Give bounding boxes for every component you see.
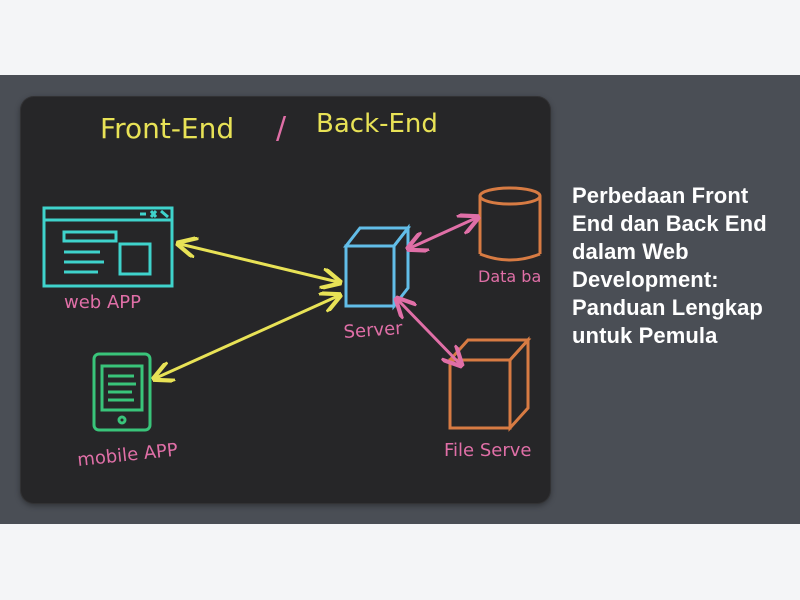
webapp-server-arrow [180,244,338,282]
mobile-server-arrow [156,296,338,378]
mobile-app-phone-icon [92,352,152,432]
diagram-heading-frontend: Front-End [100,112,234,145]
diagram-heading-backend: Back-End [316,109,438,139]
article-hero-image[interactable]: Front-End / Back-End web APP [20,96,551,504]
server-database-arrow [410,218,476,248]
frontend-backend-diagram: Front-End / Back-End web APP [42,109,542,471]
web-app-window-icon [42,206,174,288]
server-label: Server [343,318,404,343]
server-fileserver-arrow [398,300,460,364]
database-label: Data ba [478,267,541,286]
web-app-label: web APP [64,292,141,313]
diagram-heading-slash: / [276,111,287,146]
database-cylinder-icon [478,186,542,262]
article-title[interactable]: Perbedaan Front End dan Back End dalam W… [572,183,767,348]
file-server-cube-icon [446,336,532,432]
mobile-app-label: mobile APP [76,440,179,471]
server-cube-icon [342,223,412,311]
file-server-label: File Serve [444,440,531,461]
